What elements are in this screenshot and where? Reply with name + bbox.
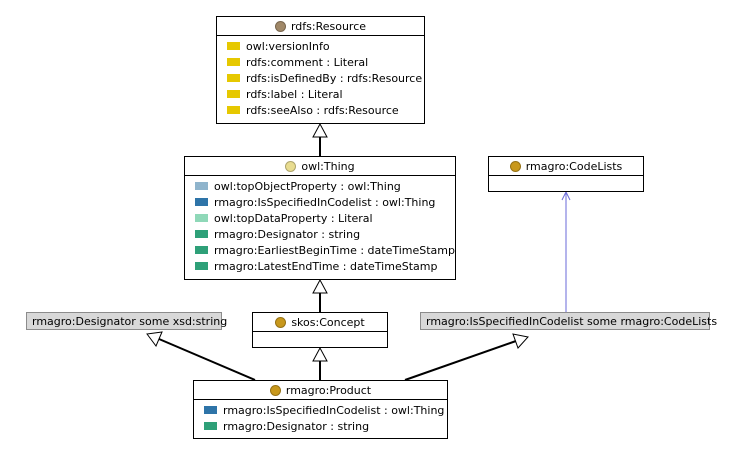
attribute-row[interactable]: rdfs:comment : Literal [227, 54, 424, 70]
attribute-row[interactable]: rmagro:EarliestBeginTime : dateTimeStamp [195, 242, 455, 258]
attribute-label: rmagro:Designator : string [223, 419, 370, 433]
class-header: rmagro:Product [194, 381, 447, 400]
class-header: skos:Concept [253, 313, 387, 332]
property-icon [195, 198, 208, 206]
attribute-row[interactable]: rdfs:isDefinedBy : rdfs:Resource [227, 70, 424, 86]
generalization-edge [404, 340, 517, 381]
restriction-codelist[interactable]: rmagro:IsSpecifiedInCodelist some rmagro… [420, 312, 717, 330]
attribute-label: rdfs:seeAlso : rdfs:Resource [246, 103, 399, 117]
property-icon [195, 246, 208, 254]
dependency-arrowhead [561, 190, 571, 201]
attribute-list: owl:versionInfo rdfs:comment : Literal rdf… [217, 36, 424, 118]
generalization-edge [158, 338, 256, 381]
attribute-row[interactable]: rdfs:seeAlso : rdfs:Resource [227, 102, 424, 118]
property-icon [227, 42, 240, 50]
property-icon [227, 90, 240, 98]
class-skos-concept[interactable]: skos:Concept [252, 312, 388, 348]
generalization-arrowhead [312, 122, 328, 138]
generalization-arrowhead [146, 331, 163, 347]
attribute-row[interactable]: rmagro:LatestEndTime : dateTimeStamp [195, 258, 455, 274]
attribute-label: rmagro:IsSpecifiedInCodelist : owl:Thing [214, 195, 436, 209]
attribute-row[interactable]: owl:topDataProperty : Literal [195, 210, 455, 226]
property-icon [227, 74, 240, 82]
property-icon [195, 214, 208, 222]
property-icon [195, 230, 208, 238]
attribute-label: rdfs:label : Literal [246, 87, 343, 101]
class-header: rdfs:Resource [217, 17, 424, 36]
generalization-arrowhead [312, 346, 328, 362]
attribute-row[interactable]: rmagro:Designator : string [195, 226, 455, 242]
class-circle-icon [269, 384, 281, 396]
class-name: rmagro:Product [285, 383, 372, 397]
property-icon [204, 406, 217, 414]
class-name: rdfs:Resource [290, 19, 367, 33]
property-icon [227, 106, 240, 114]
attribute-label: rmagro:EarliestBeginTime : dateTimeStamp [213, 243, 455, 257]
attribute-label: rdfs:isDefinedBy : rdfs:Resource [246, 71, 423, 85]
attribute-row[interactable]: rmagro:IsSpecifiedInCodelist : owl:Thing [204, 402, 447, 418]
class-name: owl:Thing [301, 159, 355, 173]
class-header: owl:Thing [185, 157, 455, 176]
attribute-label: owl:topObjectProperty : owl:Thing [214, 179, 401, 193]
class-owl-thing[interactable]: owl:Thing owl:topObjectProperty : owl:Th… [184, 156, 456, 280]
property-icon [204, 422, 217, 430]
attribute-label: rmagro:Designator : string [214, 227, 361, 241]
class-rdfs-resource[interactable]: rdfs:Resource owl:versionInfo rdfs:commen… [216, 16, 425, 124]
class-circle-icon [509, 160, 521, 172]
generalization-arrowhead [512, 333, 529, 349]
attribute-label: rmagro:IsSpecifiedInCodelist : owl:Thing [223, 403, 445, 417]
class-header: rmagro:CodeLists [489, 157, 643, 176]
attribute-row[interactable]: owl:versionInfo [227, 38, 424, 54]
property-icon [227, 58, 240, 66]
attribute-list: owl:topObjectProperty : owl:Thing rmagro:… [185, 176, 455, 274]
attribute-row[interactable]: rmagro:IsSpecifiedInCodelist : owl:Thing [195, 194, 455, 210]
attribute-list: rmagro:IsSpecifiedInCodelist : owl:Thing… [194, 400, 447, 434]
attribute-label: owl:topDataProperty : Literal [214, 211, 373, 225]
class-circle-icon [275, 316, 287, 328]
restriction-label: rmagro:IsSpecifiedInCodelist some rmagro… [426, 314, 718, 328]
class-rmagro-codelists[interactable]: rmagro:CodeLists [488, 156, 644, 192]
class-circle-icon [274, 20, 286, 32]
attribute-row[interactable]: rdfs:label : Literal [227, 86, 424, 102]
generalization-arrowhead [312, 278, 328, 294]
property-icon [195, 182, 208, 190]
restriction-designator[interactable]: rmagro:Designator some xsd:string [26, 312, 227, 330]
attribute-row[interactable]: owl:topObjectProperty : owl:Thing [195, 178, 455, 194]
restriction-label: rmagro:Designator some xsd:string [32, 314, 228, 328]
class-name: skos:Concept [291, 315, 365, 329]
attribute-row[interactable]: rmagro:Designator : string [204, 418, 447, 434]
class-rmagro-product[interactable]: rmagro:Product rmagro:IsSpecifiedInCodel… [193, 380, 448, 439]
attribute-label: rdfs:comment : Literal [246, 55, 369, 69]
class-circle-icon [285, 160, 297, 172]
class-name: rmagro:CodeLists [525, 159, 623, 173]
property-icon [195, 262, 208, 270]
attribute-label: owl:versionInfo [246, 39, 330, 53]
attribute-label: rmagro:LatestEndTime : dateTimeStamp [214, 259, 438, 273]
